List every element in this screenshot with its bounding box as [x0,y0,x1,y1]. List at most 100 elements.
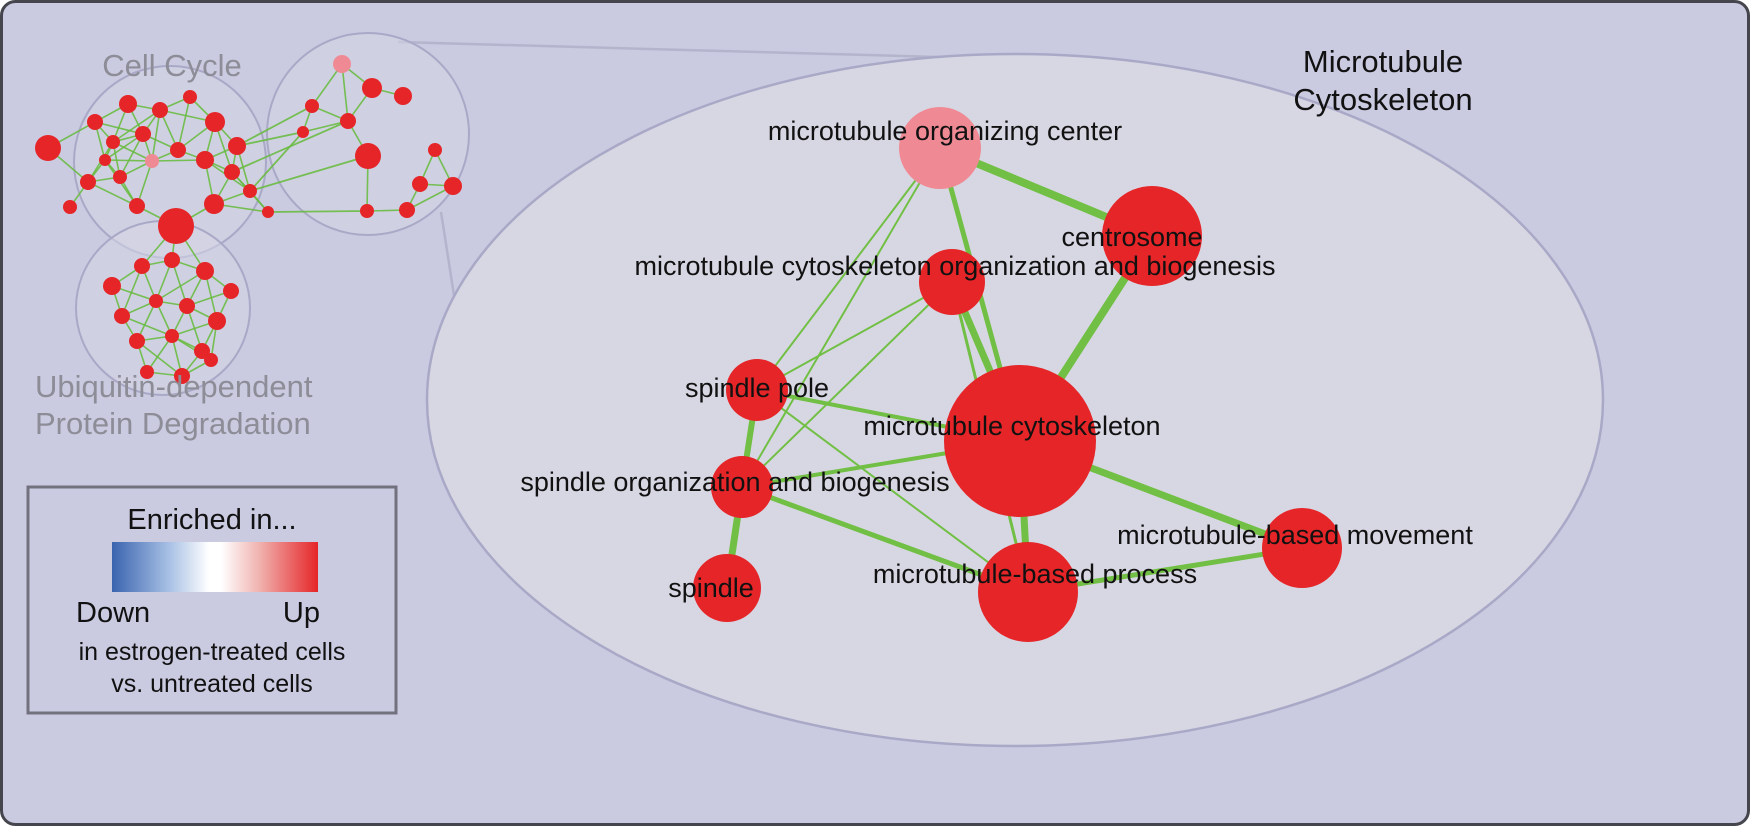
overview-node [205,112,225,132]
edge-spindlepole-process [756,389,1029,593]
node-centrosome [1102,186,1202,286]
overview-node [129,333,145,349]
overview-node [362,78,382,98]
overview-edge [112,141,153,162]
node-label-spindlepole: spindle pole [685,373,829,403]
legend-up-label: Up [283,597,320,629]
legend-caption-line1: in estrogen-treated cells [79,638,346,666]
node-spindleorg [711,456,773,518]
node-label-orgbio: microtubule cytoskeleton organization an… [635,251,1276,281]
legend-color-gradient-bar [112,542,318,592]
overview-node [243,184,257,198]
overview-node [106,135,120,149]
overview-node [145,154,159,168]
overview-node [134,258,150,274]
overview-node [140,365,154,379]
ubiquitin-cluster-label-line2: Protein Degradation [35,406,311,441]
edge-moc-spindlepole [756,147,941,391]
overview-node [63,200,77,214]
overview-node [183,90,197,104]
node-label-moc: microtubule organizing center [768,116,1122,146]
overview-node [129,198,145,214]
legend-title: Enriched in... [127,504,296,536]
node-label-mtc: microtubule cytoskeleton [863,411,1160,441]
overview-node [305,99,319,113]
edge-orgbio-spindlepole [756,281,953,391]
node-process [978,542,1078,642]
overview-edge [136,340,183,377]
overview-node [113,170,127,184]
overview-node [297,126,309,138]
overview-node [224,164,240,180]
edge-orgbio-spindleorg [741,281,953,488]
overview-node [204,194,224,214]
overview-edge [104,159,153,162]
overview-edge [155,270,206,302]
overview-edge [87,181,138,207]
overview-edge [146,335,173,373]
node-label-spindle: spindle [668,573,754,603]
overview-node [394,87,412,105]
overview-node [170,142,186,158]
overview-node [103,277,121,295]
node-label-spindleorg: spindle organization and biogenesis [520,467,949,497]
overview-edge [112,109,161,143]
overview-node [444,177,462,195]
overview-edge [121,315,173,337]
overview-node [87,114,103,130]
overview-node [119,95,137,113]
overview-node [164,252,180,268]
overview-node [196,262,214,280]
overview-edge [151,109,161,162]
node-label-movement: microtubule-based movement [1117,520,1473,550]
magnified-network-labels: microtubule organizing centercentrosomem… [520,116,1473,603]
node-movement [1262,508,1342,588]
overview-edge [177,96,191,151]
overview-node [333,55,351,73]
overview-edge [249,131,304,192]
overview-node [262,206,274,218]
overview-edge [249,155,369,192]
overview-node [412,176,428,192]
cell-cycle-cluster-label: Cell Cycle [102,48,242,83]
overview-edge [171,259,188,307]
overview-node [223,283,239,299]
legend-down-label: Down [76,597,150,629]
node-spindlepole [726,359,788,421]
figure-title-line2: Cytoskeleton [1293,82,1472,117]
overview-node [428,143,442,157]
node-label-centrosome: centrosome [1061,222,1202,252]
overview-edge [267,210,368,213]
legend-caption-line2: vs. untreated cells [111,670,313,698]
overview-edge [231,120,349,173]
overview-node [135,126,151,142]
overview-node [196,151,214,169]
overview-edge [341,63,349,122]
overview-node [165,329,179,343]
overview-edge [119,133,144,178]
overview-node [228,137,246,155]
legend: Enriched in... Down Up in estrogen-treat… [26,485,398,715]
overview-node [158,208,194,244]
overview-node [149,294,163,308]
overview-network-nodes [35,55,462,384]
edge-moc-spindleorg [741,147,941,488]
overview-node [360,204,374,218]
overview-edge [236,131,304,147]
overview-node [35,135,61,161]
ubiquitin-cluster-label-line1: Ubiquitin-dependent [35,369,313,404]
magnified-network-nodes [693,107,1342,642]
overview-node [208,312,226,330]
overview-node [114,308,130,324]
overview-edge [121,265,143,317]
overview-node [80,174,96,190]
overview-node [194,343,210,359]
overview-node [340,113,356,129]
overview-node [399,202,415,218]
node-orgbio [919,249,985,315]
node-label-process: microtubule-based process [873,559,1197,589]
node-spindle [693,554,761,622]
overview-node [152,102,168,118]
